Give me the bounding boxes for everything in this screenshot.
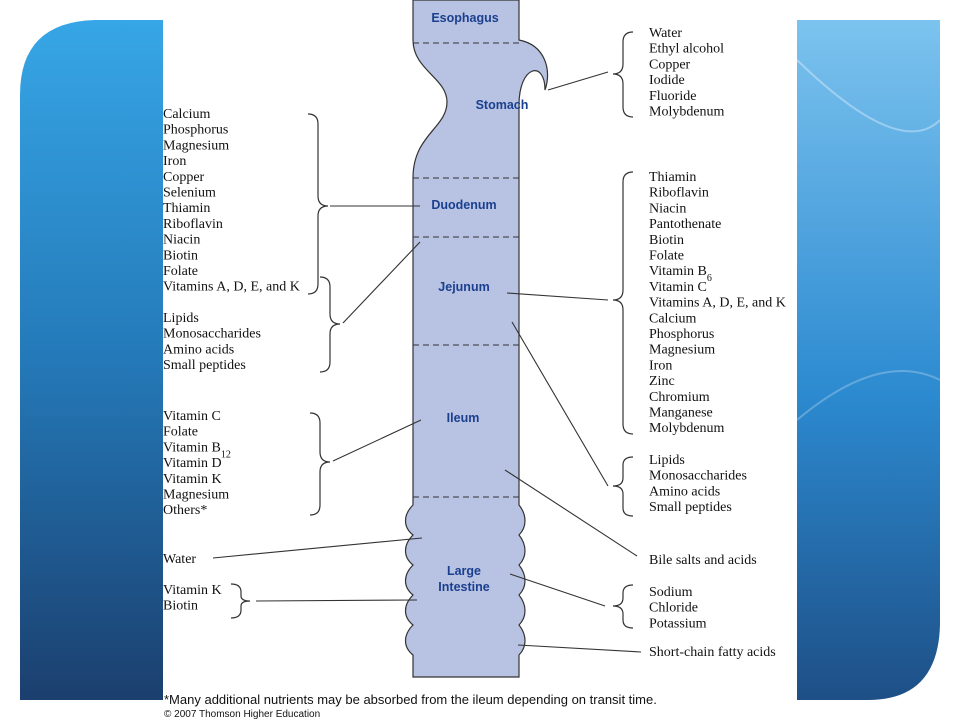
list-item: Phosphorus (163, 123, 228, 138)
brace-ileum (309, 412, 331, 516)
pointer-ileum (332, 419, 422, 462)
text-water-left: Water (163, 552, 196, 567)
right-panel-swoosh (796, 59, 941, 133)
list-item: Biotin (163, 599, 198, 614)
list-item: Monosaccharides (163, 327, 261, 342)
list-item: Water (649, 26, 682, 41)
pointer-jejunum-macros (511, 321, 609, 487)
brace-stomach (612, 31, 634, 118)
list-item: Molybdenum (649, 421, 725, 436)
list-item: Iron (649, 358, 672, 373)
pointer-water (212, 537, 423, 559)
right-panel-swoosh-2 (796, 370, 941, 421)
list-item: Biotin (163, 248, 198, 263)
label-duodenum: Duodenum (431, 198, 496, 212)
pointer-large-int-vitamins (255, 599, 418, 602)
list-item: Chromium (649, 390, 710, 405)
list-item: Niacin (163, 233, 200, 248)
label-ileum: Ileum (447, 411, 480, 425)
list-item: Vitamins A, D, E, and K (649, 296, 786, 311)
list-item: Folate (163, 425, 198, 440)
list-item: Lipids (163, 311, 199, 326)
footnote: *Many additional nutrients may be absorb… (164, 692, 657, 707)
pointer-scfa (517, 644, 642, 653)
list-item: Vitamin C (649, 280, 707, 295)
text-scfa: Short-chain fatty acids (649, 645, 776, 660)
pointer-electrolytes (509, 573, 606, 607)
list-item: Vitamin B12 (163, 440, 231, 460)
brace-jejunum-macros (612, 456, 634, 517)
list-item: Vitamins A, D, E, and K (163, 280, 300, 295)
list-item: Vitamin B6 (649, 264, 712, 284)
list-item: Ethyl alcohol (649, 42, 724, 57)
list-item: Vitamin K (163, 583, 222, 598)
list-item: Vitamin D (163, 456, 222, 471)
list-item: Iodide (649, 73, 685, 88)
label-stomach: Stomach (476, 98, 529, 112)
list-item: Selenium (163, 186, 216, 201)
label-esophagus: Esophagus (431, 11, 498, 25)
left-blue-panel (20, 20, 163, 700)
copyright: © 2007 Thomson Higher Education (164, 709, 321, 720)
list-item: Chloride (649, 601, 698, 616)
list-item: Potassium (649, 616, 707, 631)
list-item: Thiamin (163, 201, 210, 216)
list-item: Copper (163, 170, 205, 185)
list-item: Zinc (649, 374, 675, 389)
list-item: Riboflavin (649, 186, 709, 201)
list-item: Phosphorus (649, 327, 714, 342)
list-item: Folate (649, 249, 684, 264)
list-item: Vitamin K (163, 472, 222, 487)
pointer-jejunum (506, 292, 609, 301)
brace-electrolytes (612, 584, 634, 629)
list-item: Folate (163, 264, 198, 279)
pointer-duodenum-macros (342, 241, 421, 324)
label-jejunum: Jejunum (438, 280, 489, 294)
text-bile: Bile salts and acids (649, 553, 757, 568)
list-item: Small peptides (649, 500, 732, 515)
list-item: Copper (649, 57, 691, 72)
list-item: Fluoride (649, 89, 696, 104)
list-item: Magnesium (163, 138, 229, 153)
list-item: Pantothenate (649, 217, 721, 232)
list-item: Magnesium (649, 343, 715, 358)
label-large-intestine-line1: Large (447, 564, 481, 578)
list-item: Amino acids (163, 342, 234, 357)
list-item: Monosaccharides (649, 469, 747, 484)
list-item: Niacin (649, 201, 686, 216)
brace-duodenum-macros (319, 276, 341, 373)
pointer-bile (504, 469, 638, 557)
list-item: Thiamin (649, 170, 696, 185)
list-jejunum: ThiaminRiboflavinNiacinPantothenateBioti… (649, 170, 786, 436)
list-item: Biotin (649, 233, 684, 248)
list-item: Amino acids (649, 484, 720, 499)
right-blue-panel (797, 20, 940, 700)
list-item: Vitamin C (163, 409, 221, 424)
brace-large-int-vitamins (230, 583, 251, 619)
list-item: Manganese (649, 406, 713, 421)
brace-duodenum-minerals (307, 113, 329, 295)
list-item: Small peptides (163, 358, 246, 373)
list-item: Lipids (649, 453, 685, 468)
list-item: Calcium (649, 311, 697, 326)
list-item: Riboflavin (163, 217, 223, 232)
pointer-stomach (547, 71, 609, 91)
list-item: Iron (163, 154, 186, 169)
list-item: Sodium (649, 585, 693, 600)
list-item: Magnesium (163, 488, 229, 503)
list-duodenum-minerals: CalciumPhosphorusMagnesiumIronCopperSele… (163, 107, 300, 295)
list-item: Molybdenum (649, 105, 725, 120)
brace-jejunum (612, 171, 634, 435)
label-large-intestine-line2: Intestine (438, 580, 489, 594)
list-item: Calcium (163, 107, 211, 122)
list-item: Others* (163, 503, 207, 518)
